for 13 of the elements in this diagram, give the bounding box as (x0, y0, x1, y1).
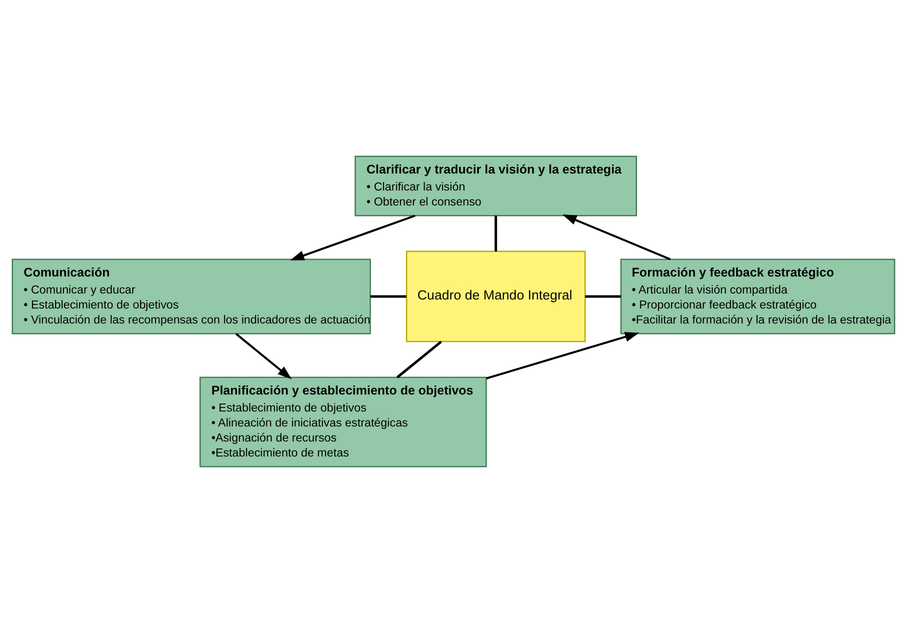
arrow (486, 332, 640, 380)
node-box: Clarificar y traducir la visión y la estrategia • Clarificar la visión • Obtener el consenso (354, 156, 638, 216)
arrow (562, 214, 671, 260)
node-box: Planificación y establecimiento de objetivos • Establecimiento de objetivos • Alineación de iniciativas estratégicas •Asignación de recursos •Establecimiento de metas (199, 376, 487, 468)
arrow (290, 214, 416, 260)
connector (585, 295, 621, 298)
connector (396, 340, 442, 378)
node-box: Formación y feedback estratégico • Articular la visión compartida • Proporcionar feedback estratégico •Facilitar la formación y la revisión de la estrategia (620, 258, 896, 334)
node-box: Comunicación • Comunicar y educar • Establecimiento de objetivos • Vinculación de las recompensas con los indicadores de actuación (12, 258, 371, 334)
connector (494, 216, 498, 252)
connector (370, 295, 406, 298)
arrow (235, 333, 292, 380)
node-box: Cuadro de Mando Integral (406, 250, 586, 342)
